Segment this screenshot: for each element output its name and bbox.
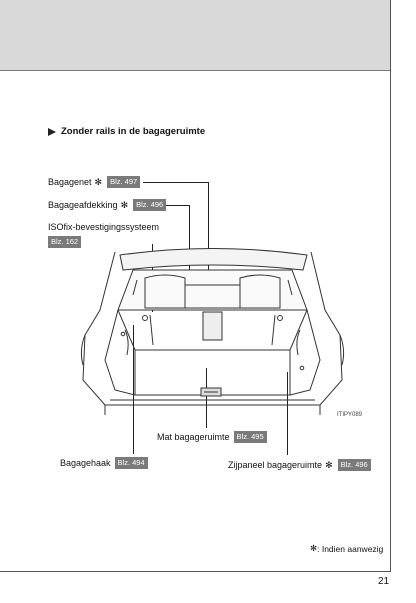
section-title: Zonder rails in de bagageruimte (61, 126, 206, 137)
callout-haak: Bagagehaak Blz. 494 (60, 457, 148, 469)
page-ref-link[interactable]: Blz. 496 (133, 199, 167, 211)
cargo-area-illustration (80, 248, 345, 415)
page-ref-link[interactable]: Blz. 494 (114, 457, 148, 469)
callout-label: Mat bagageruimte (157, 432, 230, 442)
leader-line (189, 205, 190, 287)
image-code: ITIPY089 (337, 412, 363, 418)
callout-bagagenet: Bagagenet ✻ Blz. 497 (48, 176, 141, 188)
callout-mat: Mat bagageruimte Blz. 495 (157, 431, 267, 443)
header-band (0, 0, 391, 71)
page-ref-link[interactable]: Blz. 497 (107, 176, 141, 188)
page-ref-link[interactable]: Blz. 496 (337, 459, 371, 471)
footnote-text: : Indien aanwezig (317, 543, 384, 554)
page-ref-link[interactable]: Blz. 495 (233, 431, 267, 443)
page-number: 21 (378, 576, 390, 587)
callout-isofix: ISOfix-bevestigingssysteem (48, 222, 159, 232)
asterisk-icon: ✻ (325, 459, 333, 470)
asterisk-icon: ✻ (94, 176, 103, 187)
page-ref-link-isofix[interactable]: Blz. 162 (48, 236, 82, 248)
footnote: ✻ : Indien aanwezig (310, 543, 383, 554)
leader-line (208, 182, 209, 292)
asterisk-icon: ✻ (310, 543, 318, 553)
page-frame-right (390, 0, 391, 572)
asterisk-icon: ✻ (120, 199, 129, 210)
callout-label: ISOfix-bevestigingssysteem (48, 222, 160, 232)
section-heading: Zonder rails in de bagageruimte (48, 126, 205, 137)
leader-line (206, 368, 207, 428)
callout-label: Bagagenet (48, 177, 92, 187)
page-frame-bottom (0, 571, 391, 572)
callout-label: Bagagehaak (60, 458, 111, 468)
leader-line (166, 205, 190, 206)
leader-line (133, 325, 134, 454)
callout-zijpaneel: Zijpaneel bagageruimte ✻ Blz. 496 (228, 459, 371, 471)
callout-label: Zijpaneel bagageruimte (228, 460, 323, 470)
triangle-bullet-icon (48, 127, 56, 136)
callout-bagageafdekking: Bagageafdekking ✻ Blz. 496 (48, 199, 167, 211)
callout-label: Bagageafdekking (48, 200, 118, 210)
leader-line (287, 372, 288, 455)
leader-line (143, 182, 209, 183)
